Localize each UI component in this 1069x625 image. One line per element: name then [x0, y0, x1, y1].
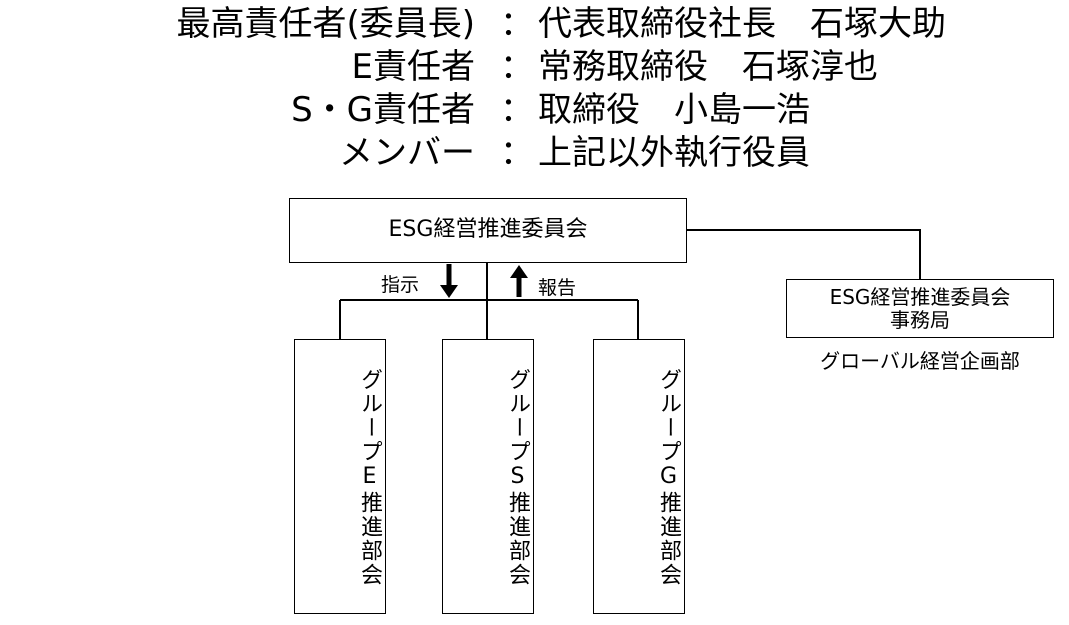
group-e-label: グループE推進部会: [357, 368, 382, 587]
role-holder: 常務取締役 石塚淳也: [538, 47, 878, 87]
esg-committee-box: ESG経営推進委員会: [289, 198, 687, 263]
group-g-label: グループG推進部会: [656, 368, 681, 587]
report-label: 報告: [538, 277, 577, 299]
secretariat-box: ESG経営推進委員会 事務局: [786, 279, 1054, 338]
role-holder: 代表取締役社長 石塚大助: [538, 4, 946, 44]
instruct-label: 指示: [381, 274, 420, 296]
secretariat-label-line2: 事務局: [890, 308, 950, 332]
group-g-box: グループG推進部会: [593, 339, 685, 614]
group-e-box: グループE推進部会: [294, 339, 386, 614]
secretariat-label: ESG経営推進委員会 事務局: [787, 286, 1053, 332]
role-row-chair: 最高責任者(委員長) ： 代表取締役社長 石塚大助: [0, 2, 1069, 46]
role-holder: 上記以外執行役員: [538, 133, 810, 173]
group-s-label: グループS推進部会: [505, 368, 530, 587]
role-title: 最高責任者(委員長): [176, 4, 475, 44]
role-title: S・G責任者: [291, 90, 475, 130]
secretariat-connector: [687, 229, 921, 279]
role-row-members: メンバー ： 上記以外執行役員: [0, 131, 1069, 175]
role-row-sg: S・G責任者 ： 取締役 小島一浩: [0, 88, 1069, 132]
group-s-box: グループS推進部会: [442, 339, 534, 614]
role-title: E責任者: [351, 47, 475, 87]
arrow-up-icon: [510, 265, 528, 297]
secretariat-department: グローバル経営企画部: [820, 349, 1020, 373]
role-title: メンバー: [339, 133, 475, 173]
role-holder: 取締役 小島一浩: [538, 90, 810, 130]
role-row-e: E責任者 ： 常務取締役 石塚淳也: [0, 45, 1069, 89]
arrow-down-icon: [440, 264, 458, 298]
esg-committee-label: ESG経営推進委員会: [388, 217, 588, 242]
secretariat-label-line1: ESG経営推進委員会: [829, 285, 1011, 309]
